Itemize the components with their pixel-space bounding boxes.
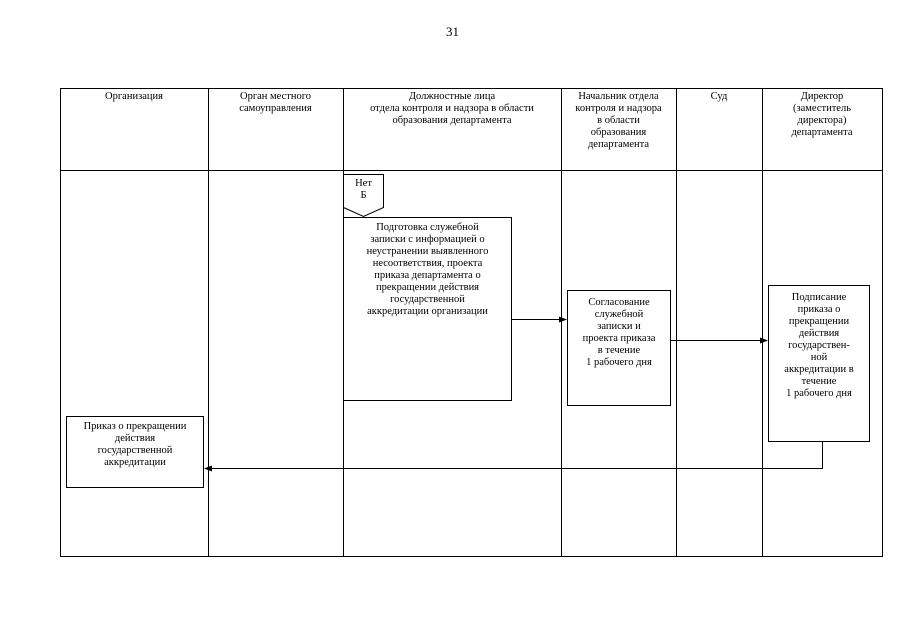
lane-header-organization: Организация <box>105 91 163 102</box>
process-sign-order: Подписание приказа о прекращении действи… <box>768 285 870 442</box>
connector-label: Нет Б <box>355 178 372 201</box>
lane-header-officials: Должностные лица отдела контроля и надзо… <box>370 91 534 126</box>
lane-headers: Организация Орган местного самоуправлени… <box>60 88 882 170</box>
output-termination-order: Приказ о прекращении действия государств… <box>66 416 204 488</box>
lane-header-director: Директор (заместитель директора) департа… <box>791 91 853 138</box>
page-number: 31 <box>446 24 459 39</box>
lane-header-department-head: Начальник отдела контроля и надзора в об… <box>575 91 662 150</box>
process-approve-memo: Согласование служебной записки и проекта… <box>567 290 671 406</box>
lane-header-court: Суд <box>710 91 728 102</box>
off-page-connector <box>343 174 384 218</box>
process-prepare-memo: Подготовка служебной записки с информаци… <box>343 217 512 401</box>
diagram-frame <box>60 88 883 557</box>
arrow-sign-to-order <box>204 442 823 472</box>
lane-header-local-government: Орган местного самоуправления <box>239 91 312 114</box>
